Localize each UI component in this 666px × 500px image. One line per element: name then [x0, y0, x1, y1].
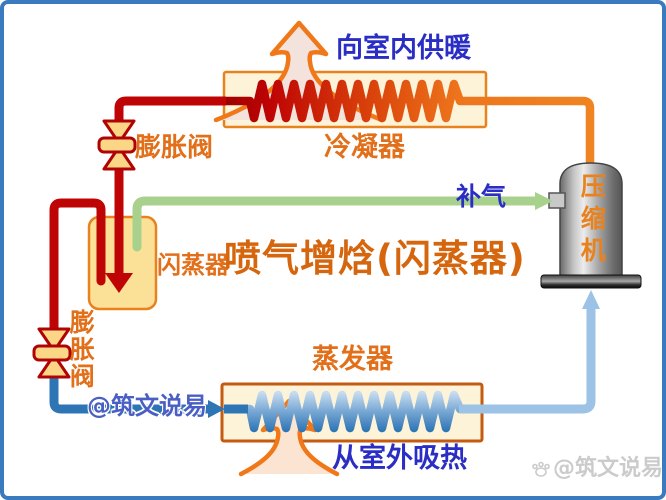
- expansion-valve-top-label: 膨胀阀: [135, 133, 214, 163]
- condenser-coil: [221, 79, 595, 181]
- vapor-injection-pipe: [132, 196, 541, 252]
- expansion-valve-top: [97, 119, 137, 171]
- outdoor-heat-label: 从室外吸热: [332, 443, 467, 474]
- suction-pipe: [459, 308, 596, 414]
- vapor-injection-arrowhead: [535, 192, 553, 210]
- indoor-heating-label: 向室内供暖: [336, 33, 471, 64]
- liquid-pipe-arrowhead: [105, 273, 133, 293]
- watermark-corner-text: @筑文说易: [553, 456, 664, 481]
- watermark-corner: @筑文说易: [531, 456, 664, 481]
- flash-tank-label: 闪蒸器: [157, 251, 229, 279]
- makeup-gas-label: 补气: [456, 182, 507, 211]
- evaporator-coil: [242, 390, 465, 433]
- watermark-on-pipe: @筑文说易: [87, 392, 207, 420]
- heat-in-arrow: [241, 401, 337, 474]
- liquid-pipe-to-valve2: [49, 198, 106, 382]
- diagram-canvas: [32, 20, 642, 477]
- compressor-base: [540, 274, 642, 289]
- liquid-pipe-to-flash-tank: [114, 96, 226, 275]
- condenser-label: 冷凝器: [324, 132, 405, 163]
- expansion-valve-bottom: [32, 327, 72, 379]
- heat-out-arrow: [216, 23, 382, 120]
- diagram-title: 喷气增焓(闪蒸器): [224, 237, 526, 280]
- paw-icon: [532, 461, 550, 477]
- evaporator-label: 蒸发器: [312, 344, 393, 375]
- compressor-label: 压缩机: [577, 173, 607, 269]
- heat-out-arrow-outline: [213, 20, 385, 123]
- cold-pipe-to-evaporator: [49, 377, 209, 414]
- cold-pipe-arrowhead: [208, 400, 225, 418]
- suction-pipe-arrowhead: [582, 290, 600, 309]
- compressor-cylinder: [559, 162, 623, 278]
- expansion-valve-bottom-label: 膨胀阀: [66, 309, 96, 390]
